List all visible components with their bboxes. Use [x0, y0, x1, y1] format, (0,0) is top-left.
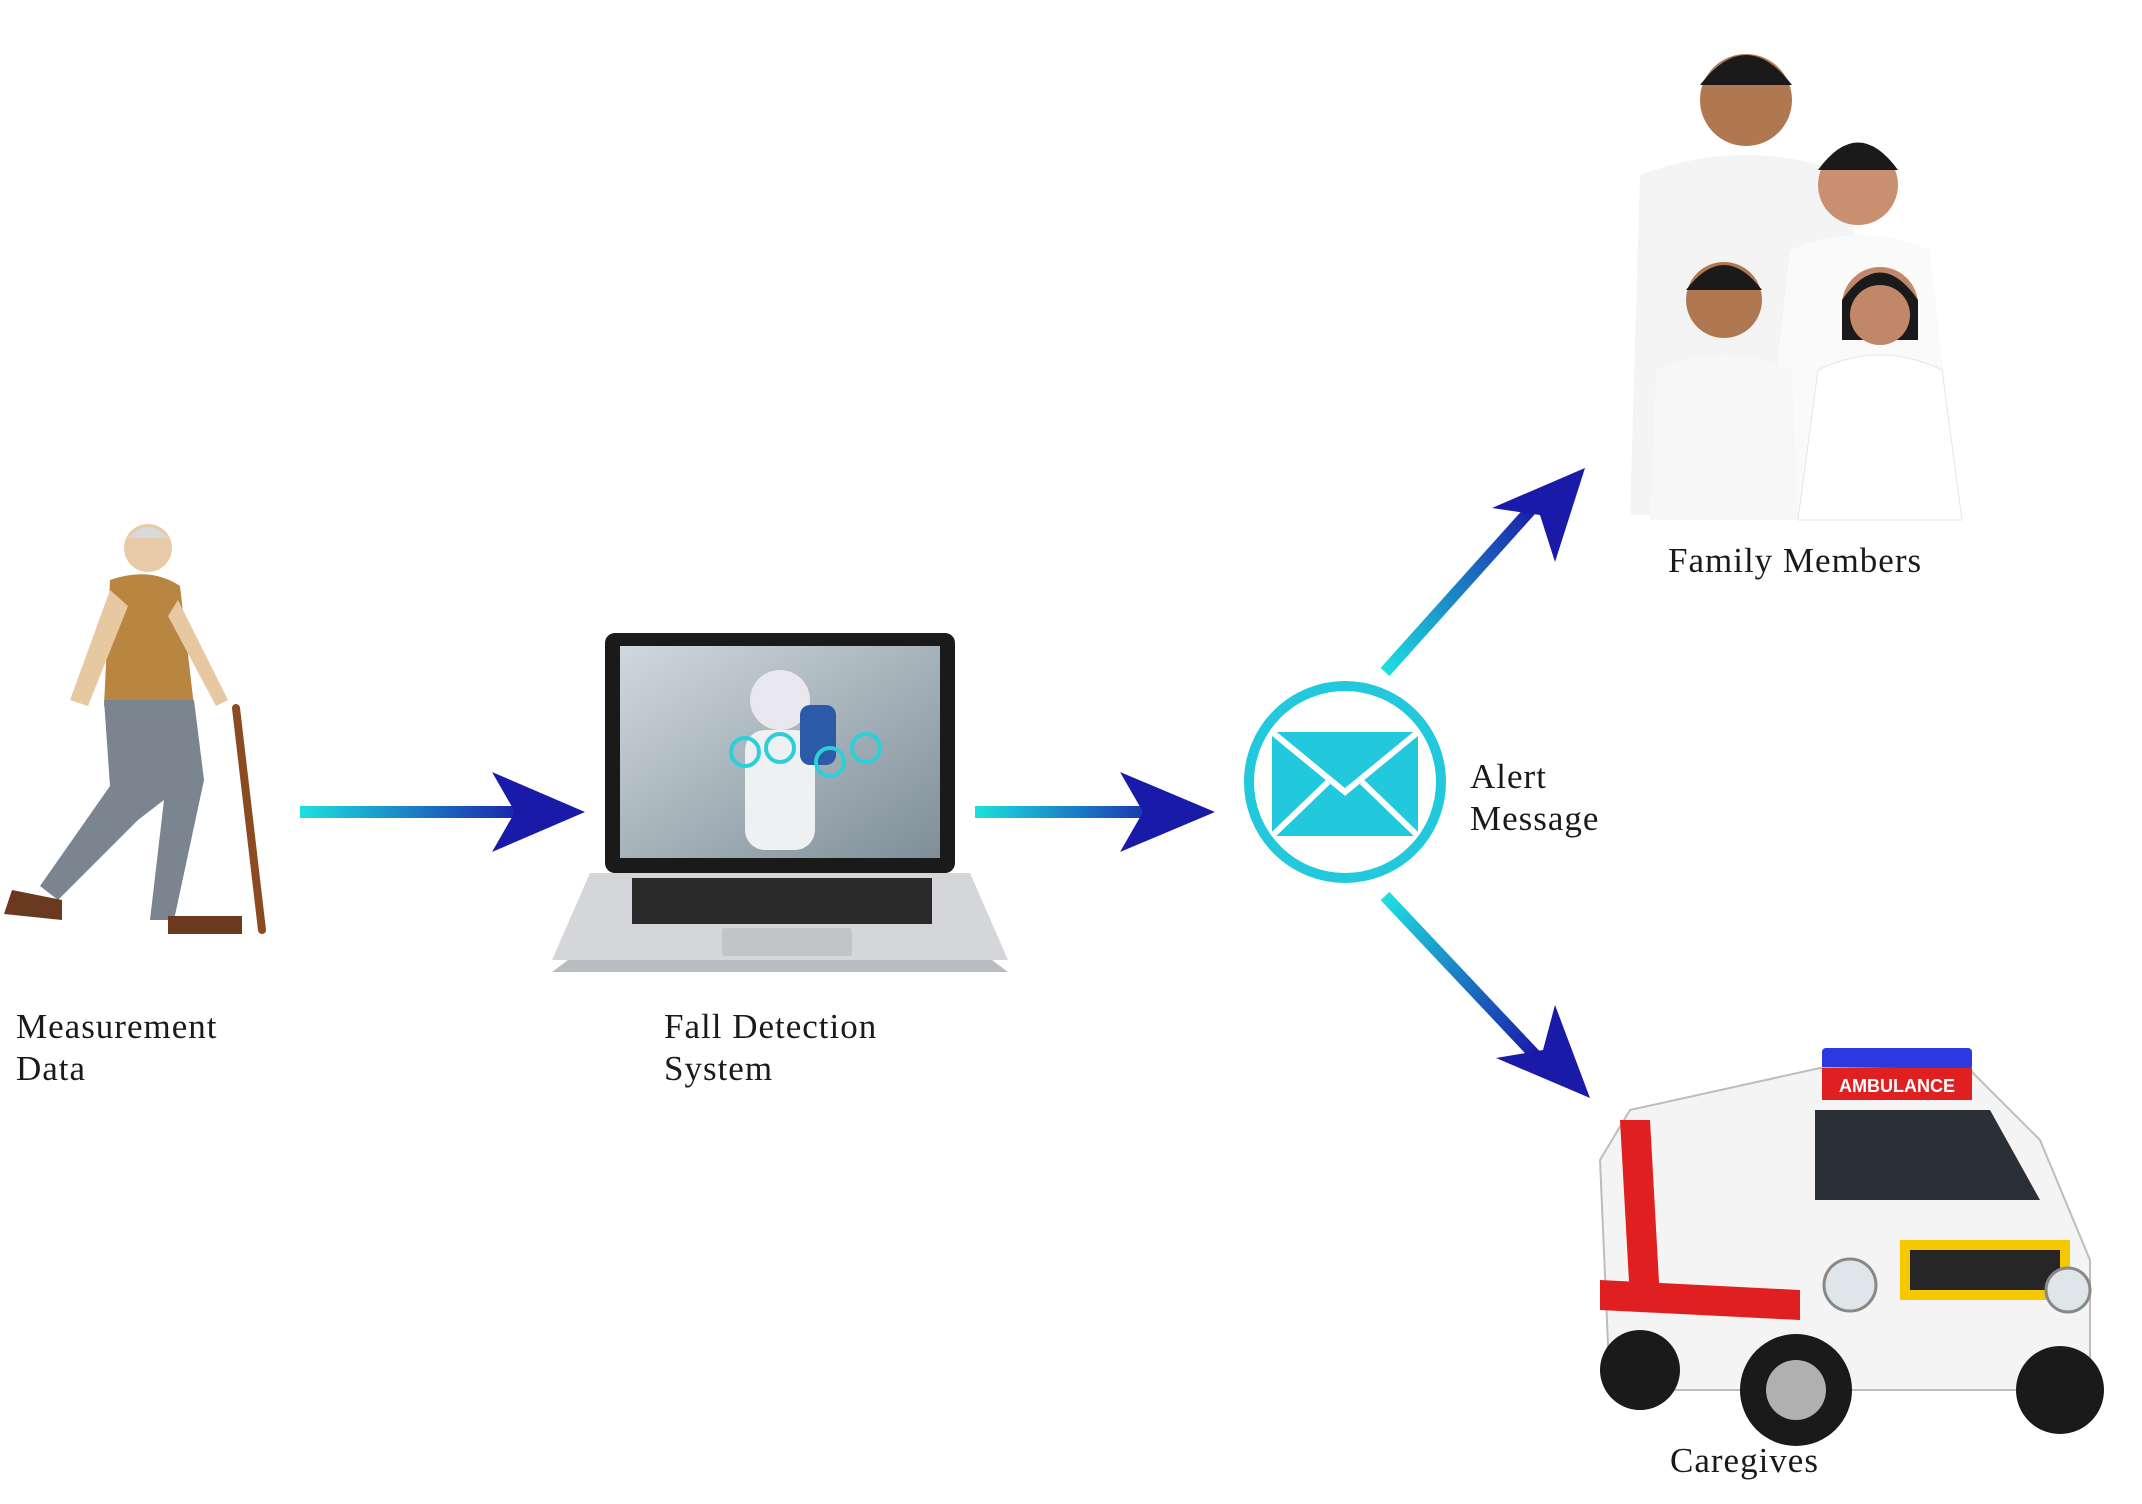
envelope-icon: [1244, 681, 1446, 883]
arrow-to-system: [300, 772, 585, 852]
laptop-illustration: [552, 633, 1008, 972]
fall-detection-label: Fall Detection System: [664, 1007, 878, 1088]
arrow-to-caregives: [1380, 891, 1590, 1098]
ambulance-roof-text: AMBULANCE: [1839, 1076, 1955, 1096]
arrow-to-family: [1380, 468, 1585, 677]
ambulance-photo: AMBULANCE: [1598, 1048, 2104, 1446]
elderly-man-illustration: [4, 524, 266, 934]
alert-message-label: Alert Message: [1470, 757, 1600, 838]
caregives-label: Caregives: [1670, 1441, 1819, 1480]
family-photo: [1630, 54, 1963, 521]
family-members-label: Family Members: [1668, 541, 1923, 580]
measurement-data-label: Measurement Data: [16, 1007, 218, 1088]
arrow-to-alert: [975, 772, 1215, 852]
